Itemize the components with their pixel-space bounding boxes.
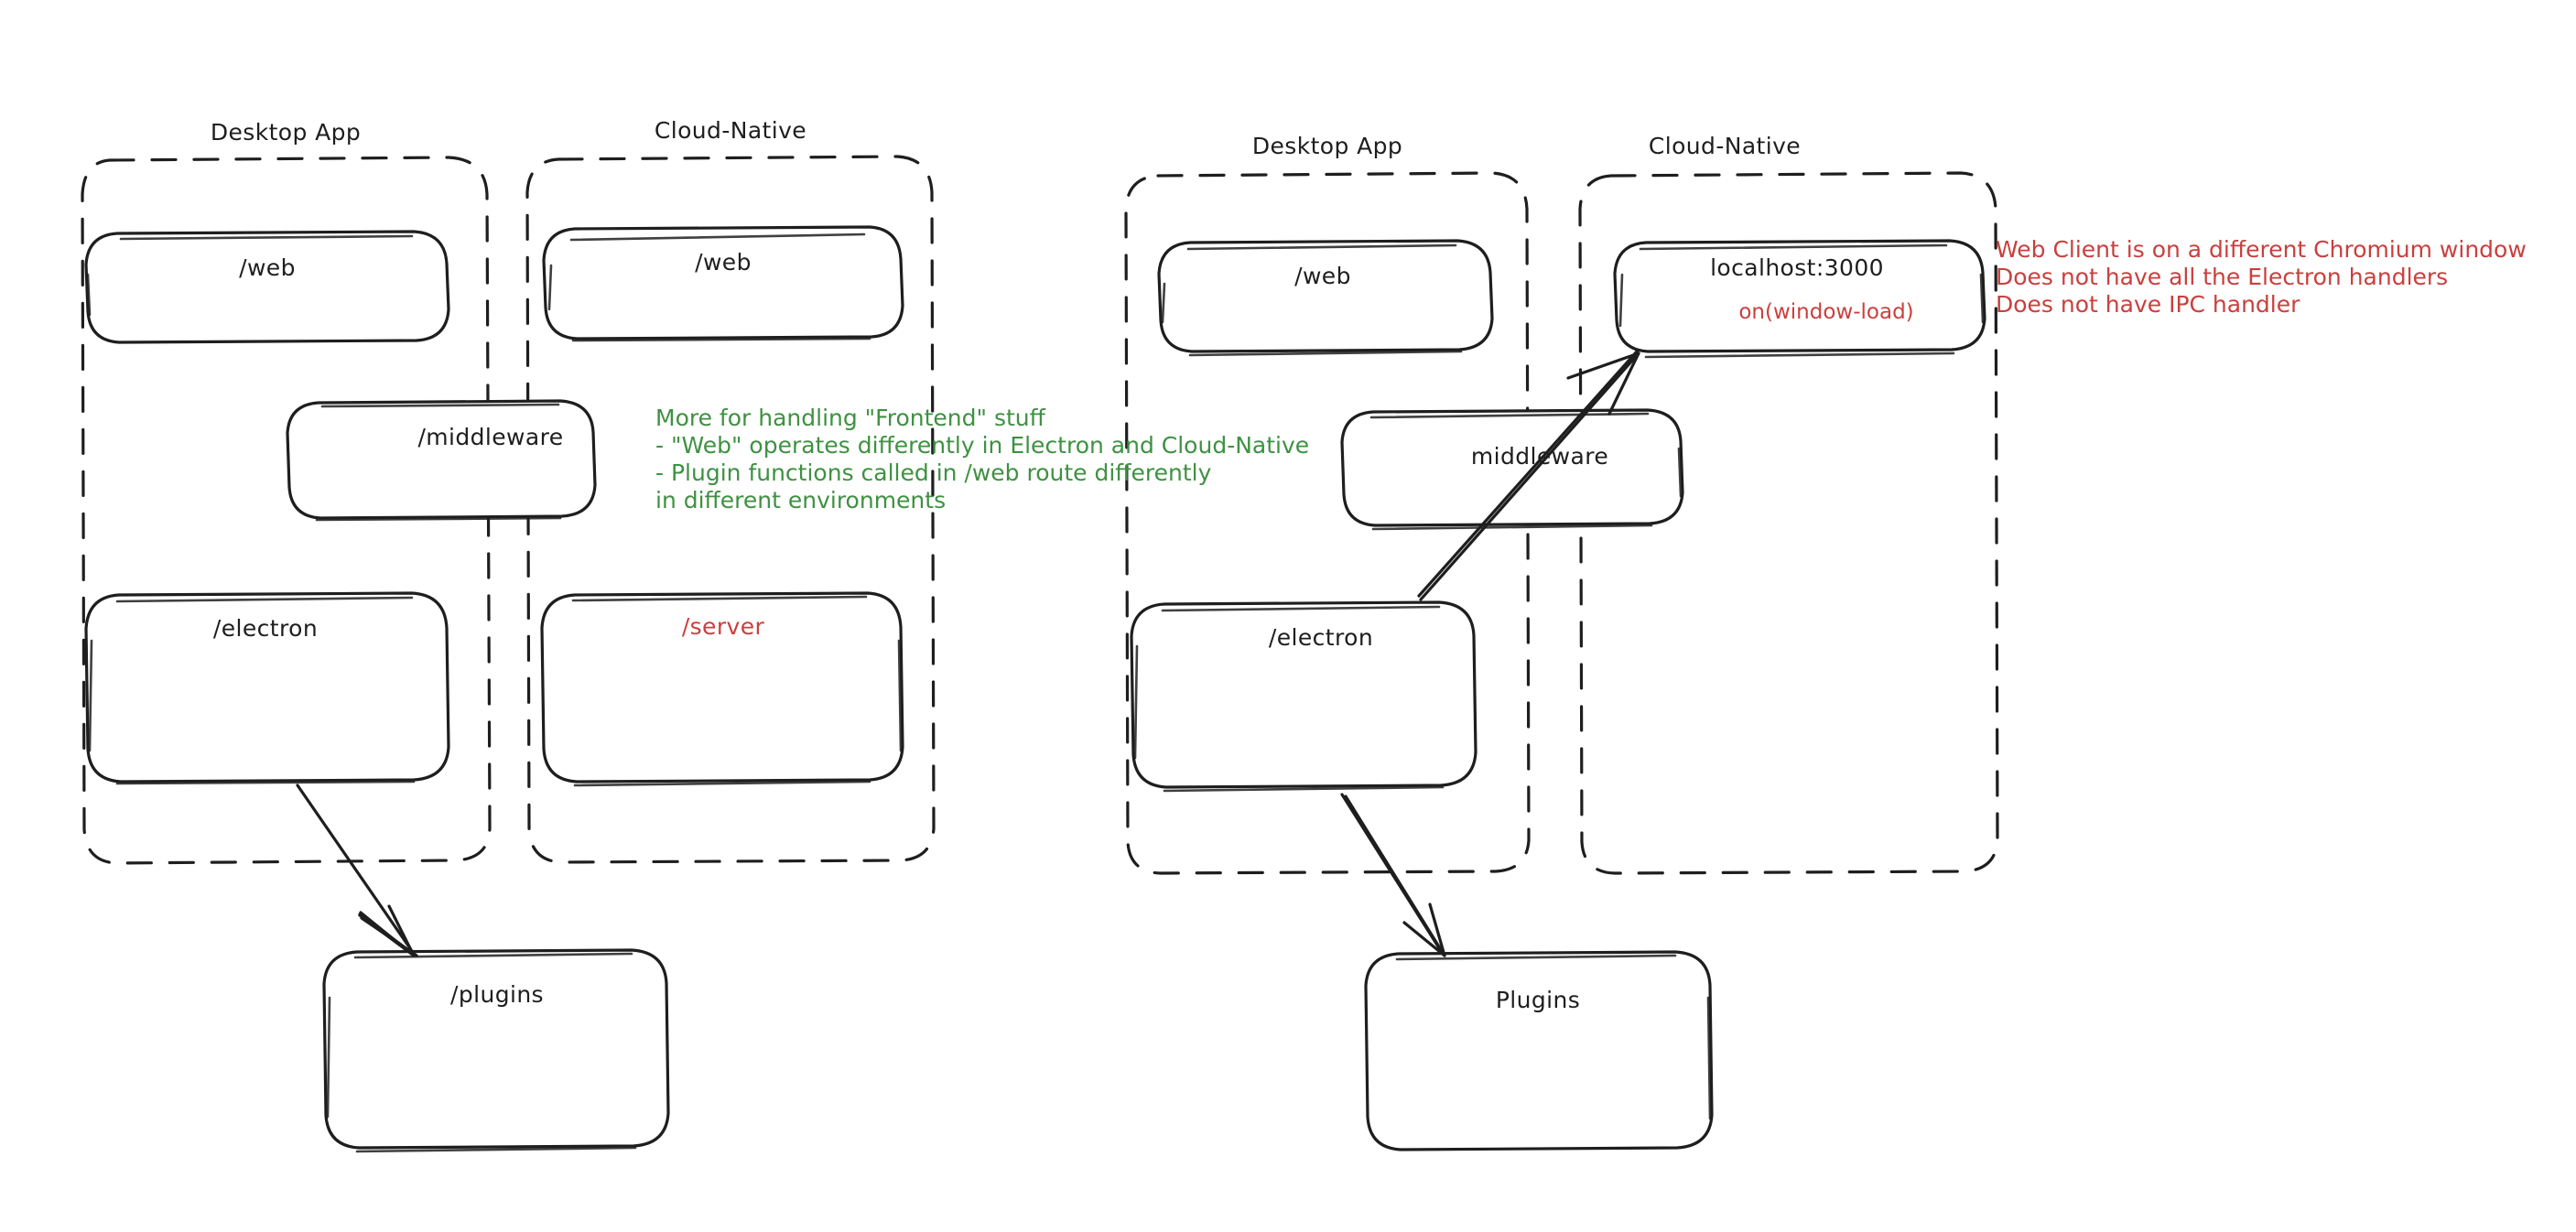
box-middleware-left <box>286 399 597 522</box>
box-label-middleware-right: middleware <box>1470 443 1609 470</box>
annotation-red-note: Web Client is on a different Chromium wi… <box>1996 236 2527 318</box>
arrow-electron-to-localhost-right <box>1417 350 1640 601</box>
box-web-cloud-left <box>542 225 904 342</box>
box-label-localhost-right: localhost:3000 <box>1710 254 1884 281</box>
arrow-electron-to-plugins-right <box>1340 793 1446 957</box>
group-title-desktop-app-right: Desktop App <box>1251 133 1403 159</box>
box-label-plugins-right: Plugins <box>1495 987 1581 1013</box>
annotation-green-note: More for handling "Frontend" stuff - "We… <box>655 405 1310 513</box>
box-label-web-cloud-left: /web <box>695 249 752 276</box>
group-title-cloud-native-right: Cloud-Native <box>1648 133 1802 159</box>
box-label-server-left: /server <box>681 613 765 640</box>
box-middleware-right <box>1340 408 1684 531</box>
box-sublabel-on-window-load: on(window-load) <box>1738 300 1914 324</box>
box-label-middleware-left: /middleware <box>417 424 564 450</box>
box-web-desktop-right <box>1157 239 1494 357</box>
box-plugins-left <box>322 948 670 1153</box>
box-web-desktop-left <box>84 230 450 344</box>
arrow-electron-to-plugins-left <box>296 784 418 957</box>
box-label-electron-left: /electron <box>212 615 319 642</box>
box-plugins-right <box>1364 950 1714 1151</box>
box-label-electron-right: /electron <box>1268 624 1374 651</box>
box-label-plugins-left: /plugins <box>450 981 544 1008</box>
group-title-desktop-app-left: Desktop App <box>210 119 362 146</box>
box-label-web-desktop-left: /web <box>239 254 296 281</box>
group-title-cloud-native-left: Cloud-Native <box>654 117 807 144</box>
box-label-web-desktop-right: /web <box>1294 263 1351 289</box>
